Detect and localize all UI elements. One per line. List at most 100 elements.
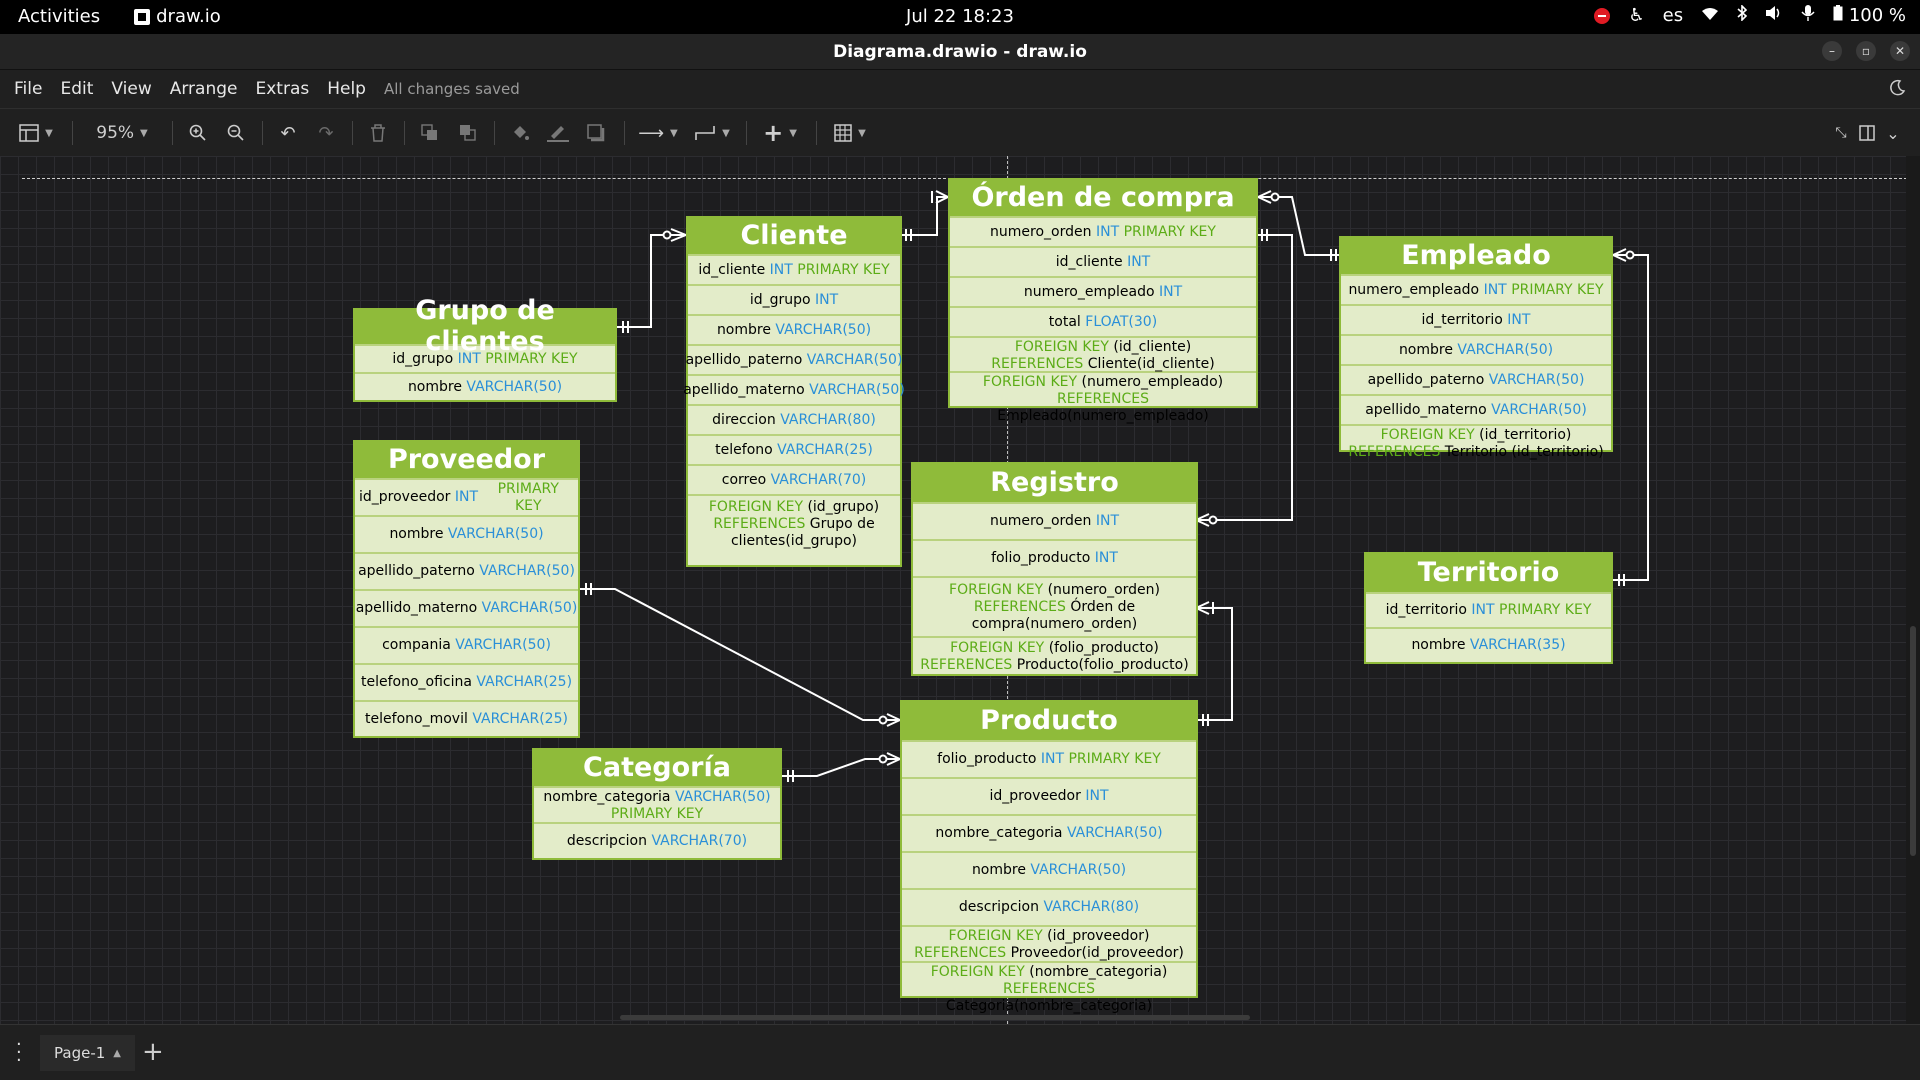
foreign-key-row[interactable]: FOREIGN KEY (id_grupo)REFERENCES Grupo d…	[688, 494, 900, 549]
add-page-button[interactable]: +	[142, 1037, 164, 1067]
field-row[interactable]: nombre VARCHAR(50)	[355, 515, 578, 552]
field-row[interactable]: id_grupo INT	[688, 284, 900, 314]
insert-button[interactable]: +▼	[763, 119, 797, 147]
activities-button[interactable]: Activities	[18, 6, 101, 27]
field-row[interactable]: descripcion VARCHAR(80)	[902, 888, 1196, 925]
battery-status[interactable]: 100 %	[1833, 5, 1906, 26]
field-row[interactable]: descripcion VARCHAR(70)	[534, 822, 780, 858]
field-row[interactable]: nombre VARCHAR(50)	[688, 314, 900, 344]
foreign-key-row[interactable]: FOREIGN KEY (numero_orden)REFERENCES Órd…	[913, 576, 1196, 636]
line-color-button[interactable]	[544, 119, 572, 147]
field-row[interactable]: id_cliente INT PRIMARY KEY	[688, 254, 900, 284]
horizontal-scrollbar[interactable]	[620, 1015, 1250, 1020]
field-row[interactable]: folio_producto INT	[913, 539, 1196, 576]
close-button[interactable]: ✕	[1890, 41, 1910, 61]
chevron-up-icon[interactable]: ▲	[113, 1047, 121, 1059]
delete-button[interactable]	[364, 119, 392, 147]
wifi-icon[interactable]	[1701, 5, 1719, 26]
format-panel-toggle[interactable]: ▼	[14, 119, 58, 147]
menu-extras[interactable]: Extras	[255, 79, 310, 99]
field-row[interactable]: apellido_materno VARCHAR(50)	[683, 374, 905, 404]
foreign-key-row[interactable]: FOREIGN KEY (id_territorio)REFERENCES Te…	[1341, 424, 1611, 460]
field-row[interactable]: id_territorio INT	[1341, 304, 1611, 334]
field-row[interactable]: apellido_materno VARCHAR(50)	[1341, 394, 1611, 424]
pages-menu-button[interactable]: ···	[16, 1034, 22, 1071]
fullscreen-button[interactable]: ⤡	[1830, 119, 1852, 147]
field-row[interactable]: total FLOAT(30)	[950, 306, 1256, 336]
entity-proveedor[interactable]: Proveedor id_proveedor INT PRIMARY KEY n…	[353, 440, 580, 738]
menu-edit[interactable]: Edit	[60, 79, 94, 99]
microphone-icon[interactable]	[1801, 5, 1815, 26]
field-row[interactable]: nombre VARCHAR(35)	[1366, 627, 1611, 662]
app-menu[interactable]: draw.io	[134, 6, 221, 27]
field-row[interactable]: folio_producto INT PRIMARY KEY	[902, 740, 1196, 777]
field-row[interactable]: numero_empleado INT	[950, 276, 1256, 306]
redo-button[interactable]: ↷	[312, 119, 340, 147]
waypoints-button[interactable]: ▼	[690, 119, 734, 147]
maximize-button[interactable]: ▫	[1856, 41, 1876, 61]
field-row[interactable]: telefono_movil VARCHAR(25)	[355, 700, 578, 737]
zoom-out-button[interactable]	[222, 119, 250, 147]
connection-style-button[interactable]: ⟶▼	[638, 122, 678, 144]
format-panel-button[interactable]	[1856, 119, 1878, 147]
foreign-key-row[interactable]: FOREIGN KEY (id_proveedor)REFERENCES Pro…	[902, 925, 1196, 961]
menu-help[interactable]: Help	[327, 79, 366, 99]
fill-color-button[interactable]	[506, 119, 534, 147]
field-row[interactable]: apellido_paterno VARCHAR(50)	[355, 552, 578, 589]
entity-grupo-de-clientes[interactable]: Grupo de clientes id_grupo INT PRIMARY K…	[353, 295, 617, 402]
field-row[interactable]: nombre VARCHAR(50)	[902, 851, 1196, 888]
zoom-in-button[interactable]	[184, 119, 212, 147]
minimize-button[interactable]: –	[1822, 41, 1842, 61]
accessibility-icon[interactable]: ♿	[1628, 5, 1645, 26]
entity-producto[interactable]: Producto folio_producto INT PRIMARY KEY …	[900, 700, 1198, 1014]
collapse-toolbar-button[interactable]: ⌄	[1882, 119, 1904, 147]
page-tab-1[interactable]: Page-1 ▲	[40, 1035, 135, 1071]
undo-button[interactable]: ↶	[274, 119, 302, 147]
foreign-key-row[interactable]: FOREIGN KEY (id_cliente)REFERENCES Clien…	[950, 336, 1256, 372]
foreign-key-row[interactable]: FOREIGN KEY (nombre_categoria)REFERENCES…	[902, 961, 1196, 1014]
field-row[interactable]: telefono VARCHAR(25)	[688, 434, 900, 464]
menu-view[interactable]: View	[111, 79, 152, 99]
field-row[interactable]: compania VARCHAR(50)	[355, 626, 578, 663]
vertical-scrollbar[interactable]	[1906, 156, 1920, 1024]
field-row[interactable]: apellido_paterno VARCHAR(50)	[1341, 364, 1611, 394]
zoom-select[interactable]: 95%▼	[96, 123, 148, 143]
field-row[interactable]: id_grupo INT PRIMARY KEY	[355, 344, 615, 372]
field-row[interactable]: id_proveedor INT	[902, 777, 1196, 814]
field-row[interactable]: apellido_materno VARCHAR(50)	[355, 589, 578, 626]
field-row[interactable]: telefono_oficina VARCHAR(25)	[355, 663, 578, 700]
field-row[interactable]: numero_empleado INT PRIMARY KEY	[1341, 274, 1611, 304]
field-row[interactable]: numero_orden INT	[913, 502, 1196, 539]
field-row[interactable]: correo VARCHAR(70)	[688, 464, 900, 494]
field-row[interactable]: id_cliente INT	[950, 246, 1256, 276]
entity-orden-de-compra[interactable]: Órden de compra numero_orden INT PRIMARY…	[948, 178, 1258, 424]
entity-territorio[interactable]: Territorio id_territorio INT PRIMARY KEY…	[1364, 552, 1613, 664]
foreign-key-row[interactable]: FOREIGN KEY (numero_empleado)REFERENCES …	[950, 371, 1256, 424]
entity-empleado[interactable]: Empleado numero_empleado INT PRIMARY KEY…	[1339, 236, 1613, 460]
shadow-button[interactable]	[582, 119, 610, 147]
foreign-key-row[interactable]: FOREIGN KEY (folio_producto)REFERENCES P…	[913, 636, 1196, 674]
field-row[interactable]: numero_orden INT PRIMARY KEY	[950, 216, 1256, 246]
do-not-disturb-icon[interactable]	[1594, 7, 1611, 24]
field-row[interactable]: id_proveedor INT PRIMARY KEY	[355, 478, 578, 515]
field-row[interactable]: direccion VARCHAR(80)	[688, 404, 900, 434]
to-back-button[interactable]	[454, 119, 482, 147]
window-title-bar[interactable]: Diagrama.drawio - draw.io – ▫ ✕	[0, 34, 1920, 70]
keyboard-layout[interactable]: es	[1662, 5, 1684, 26]
field-row[interactable]: id_territorio INT PRIMARY KEY	[1366, 592, 1611, 627]
entity-cliente[interactable]: Cliente id_cliente INT PRIMARY KEY id_gr…	[683, 216, 905, 567]
field-row[interactable]: apellido_paterno VARCHAR(50)	[686, 344, 902, 374]
bluetooth-icon[interactable]	[1737, 4, 1748, 26]
field-row[interactable]: nombre_categoria VARCHAR(50)PRIMARY KEY	[534, 786, 780, 822]
scrollbar-thumb[interactable]	[1910, 626, 1916, 856]
volume-icon[interactable]	[1765, 5, 1783, 26]
dark-mode-icon[interactable]	[1888, 79, 1906, 97]
to-front-button[interactable]	[416, 119, 444, 147]
entity-categoria[interactable]: Categoría nombre_categoria VARCHAR(50)PR…	[532, 748, 782, 860]
field-row[interactable]: nombre VARCHAR(50)	[1341, 334, 1611, 364]
field-row[interactable]: nombre_categoria VARCHAR(50)	[902, 814, 1196, 851]
field-row[interactable]: nombre VARCHAR(50)	[355, 372, 615, 400]
menu-file[interactable]: File	[14, 79, 43, 99]
diagram-canvas[interactable]: Grupo de clientes id_grupo INT PRIMARY K…	[0, 156, 1920, 1024]
system-tray[interactable]: ♿ es 100 %	[1594, 4, 1906, 26]
